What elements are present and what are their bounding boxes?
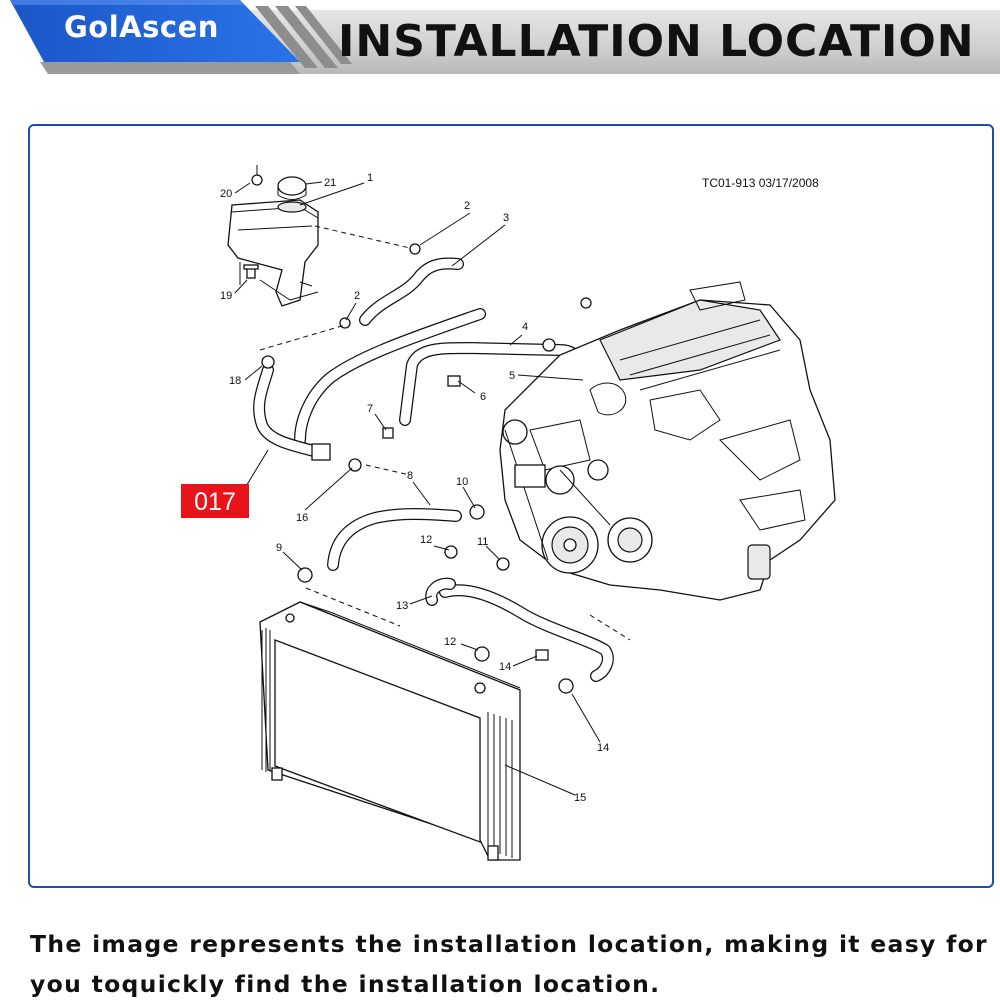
callout-18: 18	[229, 375, 241, 387]
callout-2-lower: 2	[354, 290, 360, 302]
fastener-19	[243, 264, 259, 279]
callout-13: 13	[396, 600, 408, 612]
banner-graphic	[10, 0, 1000, 74]
diagram-frame: TC01-913 03/17/2008	[28, 124, 994, 888]
callout-14-left: 14	[499, 661, 511, 673]
callout-20: 20	[220, 188, 232, 200]
callout-2-upper: 2	[464, 200, 470, 212]
callout-8: 8	[407, 470, 413, 482]
callout-21: 21	[324, 177, 336, 189]
callout-1: 1	[367, 172, 373, 184]
highlight-badge: 017	[181, 484, 249, 518]
callout-12-upper: 12	[420, 534, 432, 546]
callout-10: 10	[456, 476, 468, 488]
highlight-label: 017	[194, 488, 236, 516]
callout-16: 16	[296, 512, 308, 524]
callout-9: 9	[276, 542, 282, 554]
callout-4: 4	[522, 321, 528, 333]
diagram-reference: TC01-913 03/17/2008	[702, 176, 819, 190]
installation-diagram: TC01-913 03/17/2008	[181, 165, 836, 861]
callout-labels: 1 2 3 2 4 5 6 7 8 9 10 11 12 12 13 14 14…	[220, 172, 609, 804]
radiator	[259, 601, 521, 861]
callout-19: 19	[220, 290, 232, 302]
callout-6: 6	[480, 391, 486, 403]
page-title: INSTALLATION LOCATION	[338, 16, 975, 67]
callout-14-right: 14	[597, 742, 609, 754]
caption-text: The image represents the installation lo…	[30, 930, 988, 998]
callout-15: 15	[574, 792, 586, 804]
engine-assembly	[499, 281, 836, 601]
header-banner: GolAscen INSTALLATION LOCATION	[0, 0, 1000, 90]
callout-7: 7	[367, 403, 373, 415]
callout-3: 3	[503, 212, 509, 224]
callout-11: 11	[477, 536, 488, 548]
coolant-reservoir	[227, 176, 319, 307]
callout-5: 5	[509, 370, 515, 382]
brand-logo-text: GolAscen	[64, 10, 219, 44]
clamps	[261, 243, 592, 694]
fastener-20	[251, 165, 263, 186]
callout-12-lower: 12	[444, 636, 456, 648]
